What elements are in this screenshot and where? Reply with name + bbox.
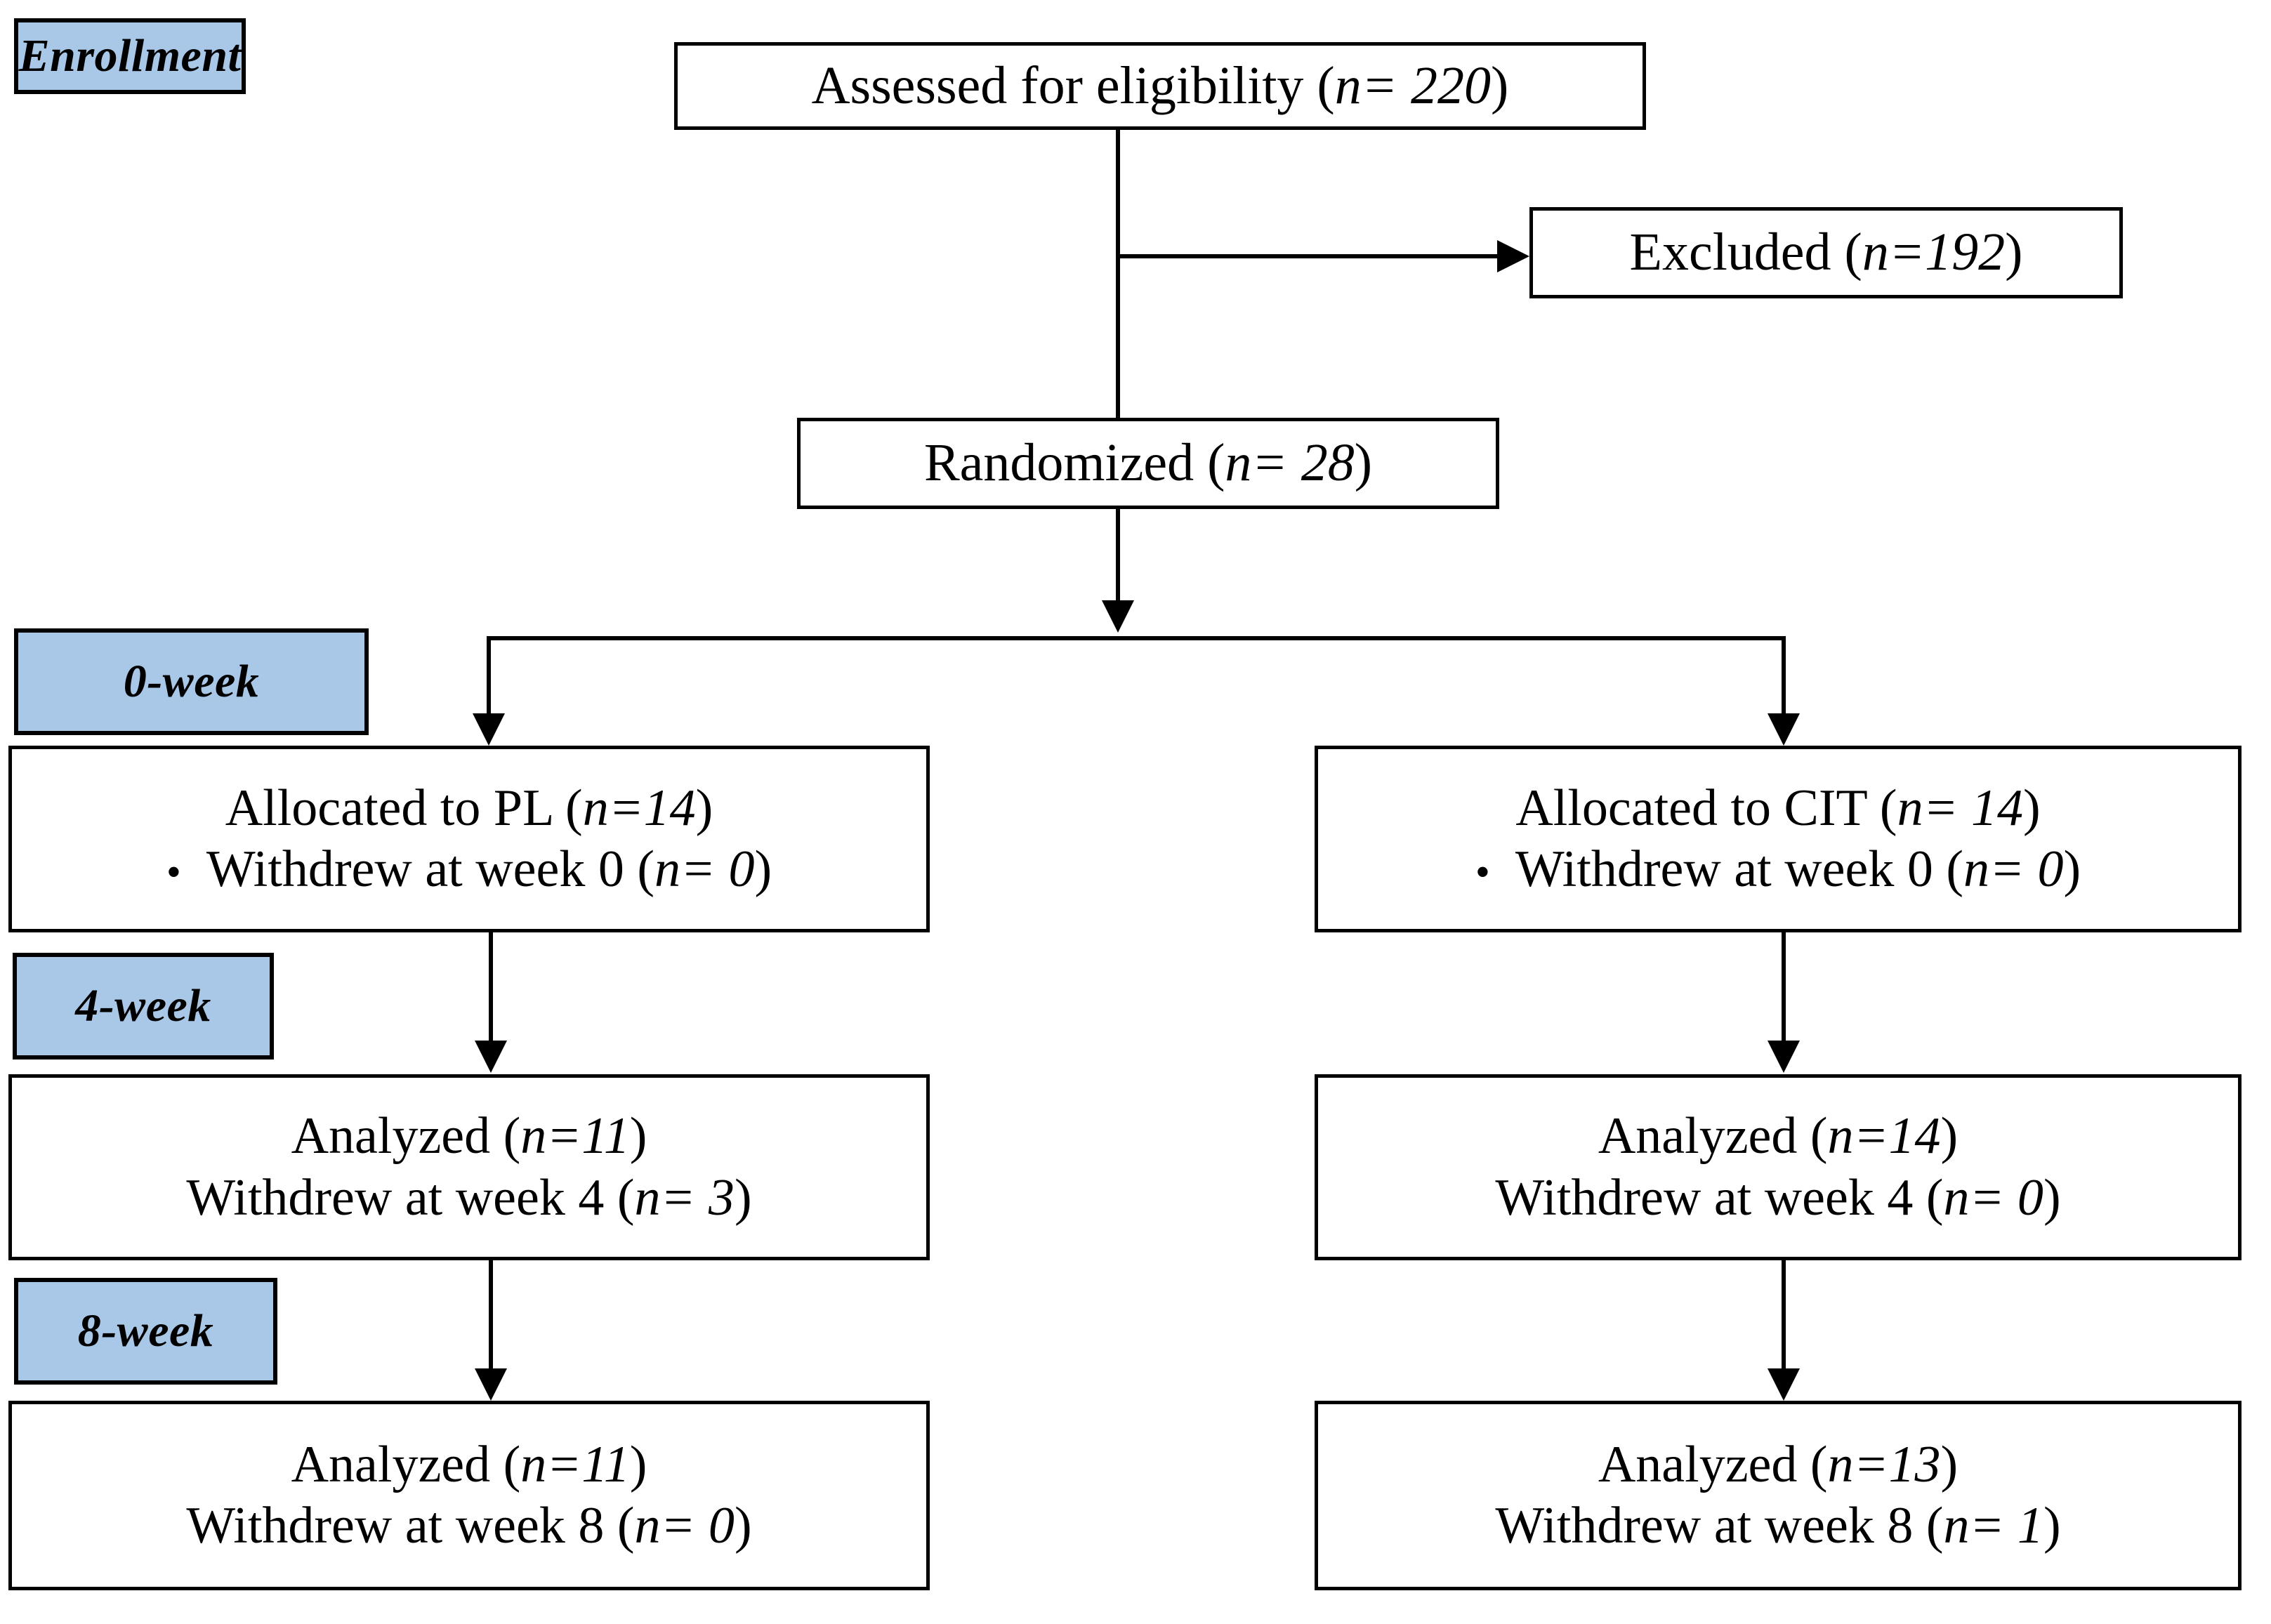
node-week8-cit-w-suffix: ): [2043, 1497, 2061, 1554]
stage-label-enrollment-text: Enrollment: [18, 30, 242, 81]
stage-label-week4-text: 4-week: [75, 980, 211, 1031]
bullet-icon: •: [1475, 849, 1490, 895]
node-excluded-suffix: ): [2005, 223, 2023, 282]
node-week8-cit-n: n=13: [1827, 1435, 1941, 1493]
node-allocated-cit-line1: Allocated to CIT (n= 14): [1515, 778, 2040, 839]
node-week8-cit-line1: Analyzed (n=13): [1598, 1434, 1958, 1496]
node-excluded-text: Excluded (n=192): [1630, 221, 2023, 284]
arrowhead-cit-to-week4-icon: [1768, 1041, 1800, 1073]
node-allocated-pl-n: n=14: [582, 779, 696, 837]
node-week4-cit: Analyzed (n=14) Withdrew at week 4 (n= 0…: [1315, 1074, 2242, 1260]
node-week4-pl-prefix: Analyzed (: [291, 1107, 521, 1166]
connector-assessed-to-randomized: [1116, 130, 1120, 419]
node-excluded: Excluded (n=192): [1529, 207, 2123, 298]
node-excluded-n: n=192: [1862, 223, 2006, 282]
node-week8-pl-w-prefix: Withdrew at week 8 (: [186, 1497, 635, 1554]
arrowhead-cit-week4-to-week8-icon: [1768, 1368, 1800, 1401]
node-week8-pl-w-n: n= 0: [634, 1497, 735, 1554]
node-week8-pl-line2: Withdrew at week 8 (n= 0): [186, 1496, 751, 1557]
node-week8-cit-prefix: Analyzed (: [1598, 1435, 1828, 1493]
node-week4-pl-suffix: ): [629, 1107, 647, 1166]
node-week8-cit-line2: Withdrew at week 8 (n= 1): [1495, 1496, 2060, 1557]
node-excluded-prefix: Excluded (: [1629, 223, 1862, 282]
node-assessed-n: n= 220: [1334, 55, 1492, 115]
node-allocated-pl-w-suffix: ): [754, 840, 772, 898]
node-allocated-pl-prefix: Allocated to PL (: [225, 779, 583, 837]
node-week8-pl: Analyzed (n=11) Withdrew at week 8 (n= 0…: [8, 1401, 930, 1590]
connector-split-to-cit: [1782, 636, 1786, 719]
stage-label-week8: 8-week: [14, 1278, 277, 1385]
node-week8-pl-suffix: ): [629, 1435, 647, 1493]
node-allocated-pl-suffix: ): [695, 779, 713, 837]
node-randomized-text: Randomized (n= 28): [924, 432, 1372, 495]
node-assessed-for-eligibility: Assessed for eligibility (n= 220): [674, 42, 1646, 130]
node-week4-pl-line2: Withdrew at week 4 (n= 3): [186, 1168, 751, 1229]
stage-label-week0-text: 0-week: [123, 656, 260, 707]
arrowhead-pl-week4-to-week8-icon: [475, 1368, 507, 1401]
node-randomized-prefix: Randomized (: [923, 433, 1225, 493]
node-randomized-n: n= 28: [1225, 433, 1355, 493]
arrowhead-to-excluded-icon: [1497, 240, 1529, 272]
arrowhead-randomized-stem-icon: [1102, 600, 1134, 633]
node-week8-cit-w-n: n= 1: [1943, 1497, 2043, 1554]
node-allocated-cit-line2: • Withdrew at week 0 (n= 0): [1475, 839, 2081, 900]
connector-cit-week4-to-week8: [1782, 1260, 1786, 1373]
bullet-icon: •: [166, 849, 181, 895]
stage-label-week4: 4-week: [13, 953, 274, 1059]
node-allocated-cit-suffix: ): [2023, 779, 2041, 837]
node-allocated-cit-w-prefix: Withdrew at week 0 (: [1515, 840, 1964, 898]
node-week4-cit-prefix: Analyzed (: [1598, 1107, 1828, 1166]
node-allocated-cit-n: n= 14: [1897, 779, 2023, 837]
node-allocated-pl-withdrew: Withdrew at week 0 (n= 0): [206, 839, 772, 900]
stage-label-enrollment: Enrollment: [14, 18, 246, 94]
connector-allocation-split-bar: [487, 636, 1786, 640]
node-week4-cit-line2: Withdrew at week 4 (n= 0): [1495, 1168, 2060, 1229]
connector-pl-week4-to-week8: [489, 1260, 493, 1373]
node-randomized: Randomized (n= 28): [797, 418, 1499, 509]
node-allocated-pl-w-n: n= 0: [654, 840, 755, 898]
node-week4-cit-suffix: ): [1940, 1107, 1959, 1166]
node-week4-pl-n: n=11: [520, 1107, 630, 1166]
stage-label-week8-text: 8-week: [77, 1305, 214, 1356]
node-assessed-text: Assessed for eligibility (n= 220): [812, 55, 1509, 118]
node-allocated-cit-w-suffix: ): [2063, 840, 2081, 898]
node-week4-pl: Analyzed (n=11) Withdrew at week 4 (n= 3…: [8, 1074, 930, 1260]
node-allocated-cit-prefix: Allocated to CIT (: [1515, 779, 1897, 837]
node-allocated-pl: Allocated to PL (n=14) • Withdrew at wee…: [8, 746, 930, 932]
node-week8-pl-w-suffix: ): [734, 1497, 752, 1554]
arrowhead-split-to-pl-icon: [473, 713, 505, 746]
node-week8-cit-w-prefix: Withdrew at week 8 (: [1495, 1497, 1944, 1554]
node-week4-cit-w-prefix: Withdrew at week 4 (: [1495, 1168, 1944, 1227]
node-allocated-cit-withdrew: Withdrew at week 0 (n= 0): [1515, 839, 2081, 900]
connector-to-excluded-line: [1116, 254, 1499, 258]
node-week4-cit-n: n=14: [1827, 1107, 1941, 1166]
arrowhead-pl-to-week4-icon: [475, 1041, 507, 1073]
arrowhead-split-to-cit-icon: [1768, 713, 1800, 746]
node-week8-cit-suffix: ): [1940, 1435, 1959, 1493]
node-week8-cit: Analyzed (n=13) Withdrew at week 8 (n= 1…: [1315, 1401, 2242, 1590]
node-week4-cit-w-n: n= 0: [1943, 1168, 2043, 1227]
node-week4-cit-line1: Analyzed (n=14): [1598, 1106, 1958, 1167]
node-allocated-cit-w-n: n= 0: [1963, 840, 2064, 898]
node-assessed-prefix: Assessed for eligibility (: [811, 55, 1335, 115]
node-week4-pl-w-suffix: ): [734, 1168, 752, 1227]
node-assessed-suffix: ): [1491, 55, 1509, 115]
node-allocated-cit: Allocated to CIT (n= 14) • Withdrew at w…: [1315, 746, 2242, 932]
node-week4-pl-line1: Analyzed (n=11): [291, 1106, 647, 1167]
node-week8-pl-line1: Analyzed (n=11): [291, 1434, 647, 1496]
node-week4-cit-w-suffix: ): [2043, 1168, 2061, 1227]
node-week8-pl-prefix: Analyzed (: [291, 1435, 521, 1493]
connector-randomized-stem: [1116, 509, 1120, 605]
node-week4-pl-w-prefix: Withdrew at week 4 (: [186, 1168, 635, 1227]
node-week4-pl-w-n: n= 3: [634, 1168, 735, 1227]
connector-pl-to-week4: [489, 932, 493, 1045]
node-allocated-pl-w-prefix: Withdrew at week 0 (: [206, 840, 655, 898]
node-week8-pl-n: n=11: [520, 1435, 630, 1493]
stage-label-week0: 0-week: [14, 628, 369, 735]
node-randomized-suffix: ): [1354, 433, 1373, 493]
node-allocated-pl-line1: Allocated to PL (n=14): [225, 778, 713, 839]
connector-split-to-pl: [487, 636, 491, 719]
connector-cit-to-week4: [1782, 932, 1786, 1045]
node-allocated-pl-line2: • Withdrew at week 0 (n= 0): [166, 839, 772, 900]
